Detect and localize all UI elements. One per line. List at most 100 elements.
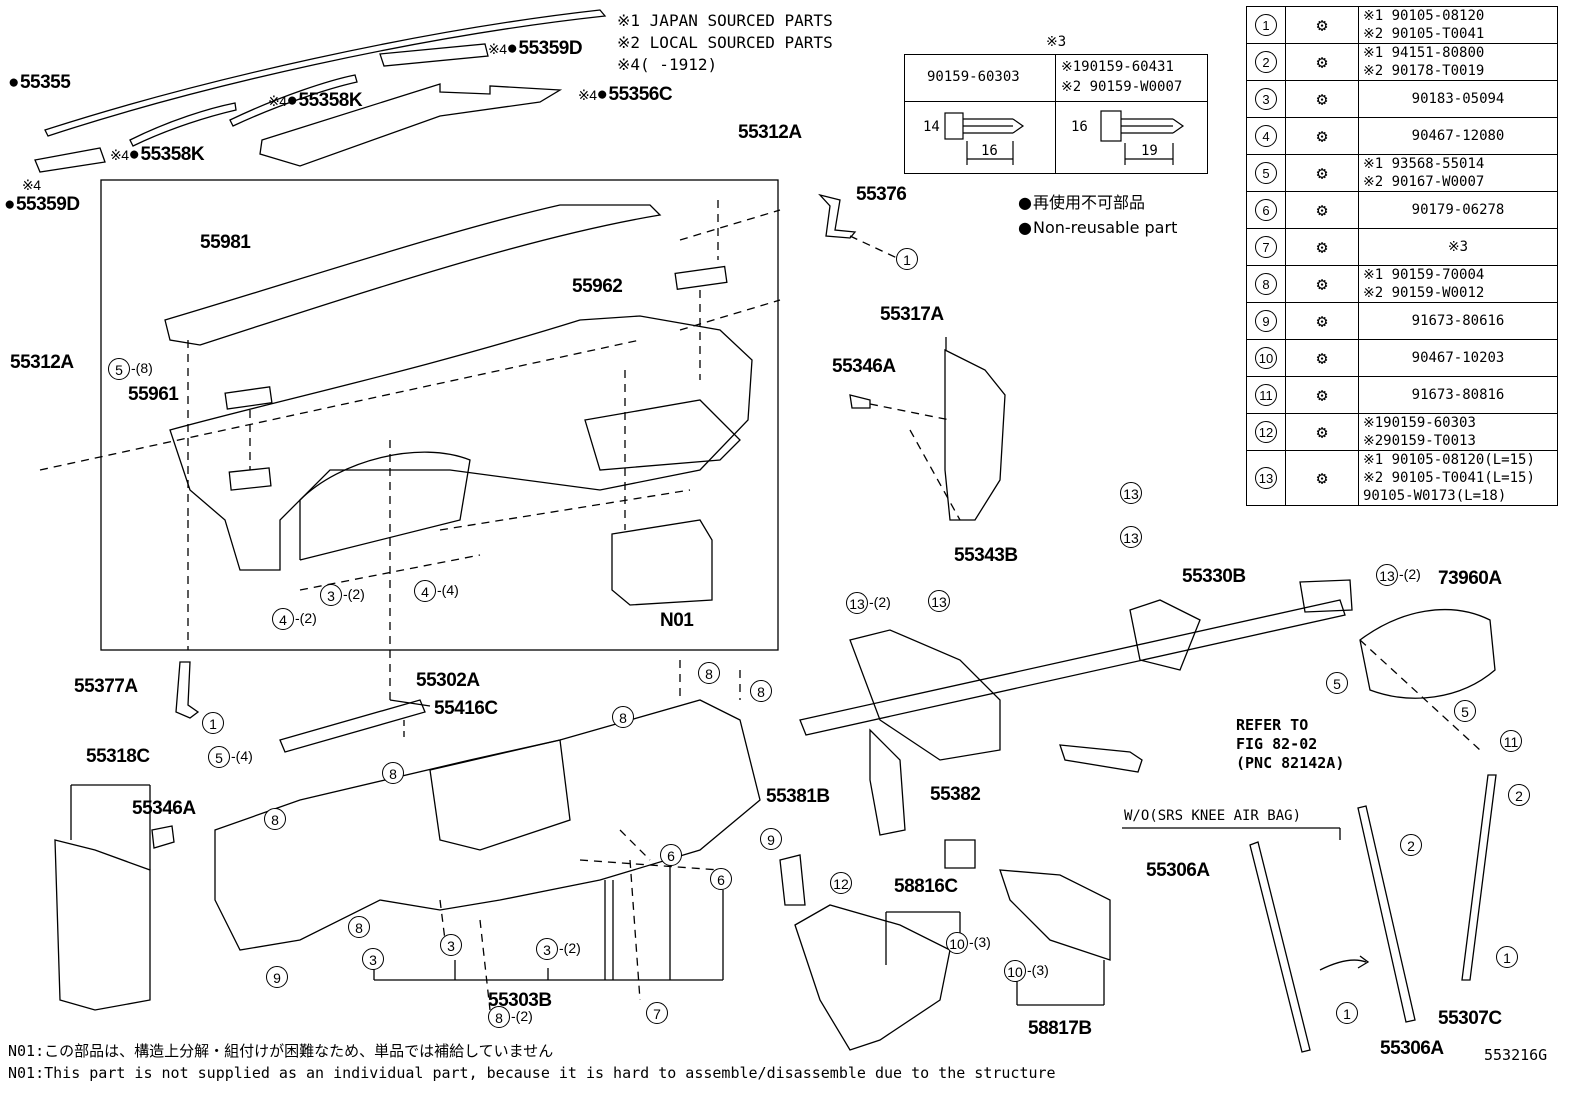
label-55377a: 55377A [74, 676, 138, 697]
part-number: ※1 94151-80800 [1363, 45, 1485, 61]
callout-10: 10 [946, 932, 968, 954]
label-73960a: 73960A [1438, 568, 1502, 589]
fastener-right-part-2: ※2 90159-W0007 [1061, 79, 1183, 95]
qty-4: -(4) [231, 748, 253, 764]
callout-5: 5 [208, 746, 230, 768]
figure-id: 553216G [1484, 1046, 1548, 1064]
index-circle: 5 [1255, 162, 1277, 184]
parts-table-index-cell: 12 [1246, 413, 1286, 451]
part-number: 90467-10203 [1411, 350, 1505, 366]
fastener-icon: ⚙ [1285, 43, 1359, 81]
parts-table-index-cell: 10 [1246, 339, 1286, 377]
label-55382: 55382 [930, 784, 981, 805]
fastener-right-h: 16 [1071, 119, 1088, 135]
note-date-range: ※4( -1912) [617, 55, 718, 74]
label-55358k-bot: ※455358K [110, 144, 205, 166]
label-55303b: 55303B [488, 990, 552, 1011]
index-circle: 4 [1255, 125, 1277, 147]
qty-2: -(2) [1399, 566, 1421, 582]
mark-4: ※4 [110, 147, 129, 163]
brace-mid-shape [1357, 805, 1416, 1023]
parts-table-index-cell: 1 [1246, 6, 1286, 44]
parts-table-row: 4⚙90467-12080 [1246, 117, 1558, 155]
index-circle: 1 [1255, 14, 1277, 36]
fastener-icon: ⚙ [1285, 80, 1359, 118]
callout-13: 13 [1120, 482, 1142, 504]
label-55343b: 55343B [954, 545, 1018, 566]
index-circle: 2 [1255, 51, 1277, 73]
part-number: 90467-12080 [1411, 128, 1505, 144]
label-55359d-top: ※455359D [488, 38, 583, 60]
label-55307c: 55307C [1438, 1008, 1502, 1029]
callout-8: 8 [348, 916, 370, 938]
callout-3: 3 [320, 584, 342, 606]
part-number: ※1 93568-55014 [1363, 156, 1485, 172]
qty-2: -(2) [295, 610, 317, 626]
callout-2: 2 [1508, 784, 1530, 806]
label-55381b: 55381B [766, 786, 830, 807]
label-55302a: 55302A [416, 670, 480, 691]
qty-3: -(3) [969, 934, 991, 950]
parts-table-number-cell: ※190159-60303※290159-T0013 [1358, 413, 1558, 451]
callout-8: 8 [264, 808, 286, 830]
refer-note: REFER TO FIG 82-02 (PNC 82142A) [1236, 716, 1344, 773]
lower-cover-shape [794, 904, 951, 1051]
callout-5: 5 [1326, 672, 1348, 694]
parts-table-row: 2 ⚙※1 94151-80800 ※2 90178-T0019 [1246, 43, 1558, 81]
parts-table-index-cell: 7 [1246, 228, 1286, 266]
part-number: ※2 90178-T0019 [1363, 63, 1485, 79]
label-55356c: ※455356C [578, 84, 673, 106]
index-circle: 6 [1255, 199, 1277, 221]
label-55961: 55961 [128, 384, 179, 405]
parts-table-number-cell: ※1 90105-08120(L=15)※2 90105-T0041(L=15)… [1358, 450, 1558, 506]
callout-13: 13 [1376, 564, 1398, 586]
parts-table-row: 3⚙90183-05094 [1246, 80, 1558, 118]
side-panel-shape [944, 348, 1006, 521]
parts-table-row: 10⚙90467-10203 [1246, 339, 1558, 377]
parts-table-row: 12⚙※190159-60303※290159-T0013 [1246, 413, 1558, 451]
parts-table-number-cell: 90467-10203 [1358, 339, 1558, 377]
parts-table-index-cell: 11 [1246, 376, 1286, 414]
upper-pad-shape [164, 204, 662, 346]
parts-table-row: 5⚙※1 93568-55014※2 90167-W0007 [1246, 154, 1558, 192]
callout-9: 9 [760, 828, 782, 850]
callout-13: 13 [1120, 526, 1142, 548]
part-number: 91673-80816 [1411, 387, 1505, 403]
qty-2: -(2) [511, 1008, 533, 1024]
fastener-icon: ⚙ [1285, 154, 1359, 192]
callout-1: 1 [1336, 1002, 1358, 1024]
parts-table-row: 7⚙※3 [1246, 228, 1558, 266]
callout-1: 1 [202, 712, 224, 734]
index-circle: 8 [1255, 273, 1277, 295]
qty-2: -(2) [343, 586, 365, 602]
qty-8: -(8) [131, 360, 153, 376]
part-number: ※2 90105-T0041 [1363, 26, 1485, 42]
support-beam-shape [799, 599, 1346, 736]
label-55416c: 55416C [434, 698, 498, 719]
instrument-panel-shape [169, 315, 753, 571]
fastener-icon: ⚙ [1285, 413, 1359, 451]
callout-5: 5 [1454, 700, 1476, 722]
fastener-dimensions [944, 110, 1185, 165]
parts-table-index-cell: 13 [1246, 450, 1286, 506]
callout-4: 4 [272, 608, 294, 630]
label-55312a-top: 55312A [738, 122, 802, 143]
callout-6: 6 [710, 868, 732, 890]
fastener-box-title: ※3 [1046, 34, 1067, 50]
parts-table-row: 6⚙90179-06278 [1246, 191, 1558, 229]
label-55306a-bot: 55306A [1380, 1038, 1444, 1059]
callout-2: 2 [1400, 834, 1422, 856]
reuse-legend-jp: 再使用不可部品 [1018, 190, 1177, 215]
label-55376: 55376 [856, 184, 907, 205]
fastener-left-l: 16 [981, 143, 998, 159]
parts-table-number-cell: ※3 [1358, 228, 1558, 266]
part-number: 90105-W0173(L=18) [1363, 488, 1507, 504]
qty-2: -(2) [559, 940, 581, 956]
index-circle: 10 [1255, 347, 1277, 369]
sourcing-legend: ※1 JAPAN SOURCED PARTS ※2 LOCAL SOURCED … [617, 10, 833, 76]
fastener-right-part-1: ※190159-60431 [1061, 59, 1174, 75]
callout-3: 3 [536, 938, 558, 960]
label-55318c: 55318C [86, 746, 150, 767]
callout-13: 13 [928, 590, 950, 612]
